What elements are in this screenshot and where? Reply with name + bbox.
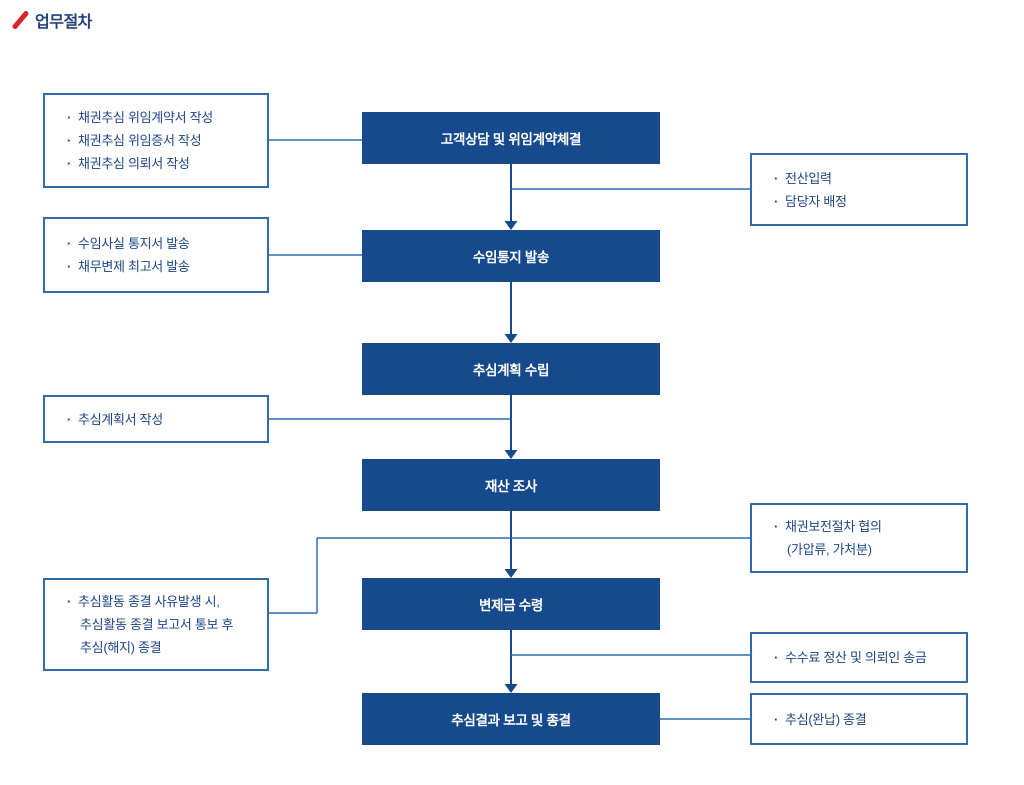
- arrowhead-icon-3: [504, 450, 518, 459]
- flow-step-label: 고객상담 및 위임계약체결: [440, 132, 582, 147]
- note-line: 채권추심 위임계약서 작성: [67, 106, 257, 129]
- flow-step-report-close: 추심결과 보고 및 종결: [362, 693, 660, 745]
- note-line: 추심활동 종결 사유발생 시,: [67, 590, 257, 613]
- flow-step-label: 수임통지 발송: [472, 250, 550, 265]
- note-line: 추심활동 종결 보고서 통보 후: [80, 617, 234, 632]
- note-line: 수수료 정산 및 의뢰인 송금: [774, 646, 956, 669]
- page-title: 업무절차: [35, 14, 92, 31]
- flow-step-label: 재산 조사: [485, 479, 537, 494]
- note-left-3: 추심계획서 작성: [43, 395, 269, 443]
- note-left-2: 수임사실 통지서 발송 채무변제 최고서 발송: [43, 217, 269, 293]
- arrowhead-icon-4: [504, 569, 518, 578]
- flow-step-plan: 추심계획 수립: [362, 343, 660, 395]
- note-line: 담당자 배정: [774, 190, 956, 213]
- note-right-3: 수수료 정산 및 의뢰인 송금: [750, 632, 968, 683]
- flow-step-label: 변제금 수령: [478, 598, 544, 613]
- note-line: 수임사실 통지서 발송: [67, 232, 257, 255]
- flow-step-label: 추심계획 수립: [472, 363, 550, 378]
- flow-step-label: 추심결과 보고 및 종결: [451, 713, 571, 728]
- flow-step-payment: 변제금 수령: [362, 578, 660, 630]
- flow-step-notice: 수임통지 발송: [362, 230, 660, 282]
- note-line: 채무변제 최고서 발송: [67, 255, 257, 278]
- note-line: 채권추심 의뢰서 작성: [67, 152, 257, 175]
- note-line: 전산입력: [774, 167, 956, 190]
- note-line: 추심계획서 작성: [67, 408, 257, 431]
- note-left-4: 추심활동 종결 사유발생 시, 추심활동 종결 보고서 통보 후 추심(해지) …: [43, 578, 269, 671]
- note-line: 채권보전절차 협의: [774, 515, 956, 538]
- flow-step-consult: 고객상담 및 위임계약체결: [362, 112, 660, 164]
- note-line: (가압류, 가처분): [787, 542, 872, 557]
- note-line: 추심(해지) 종결: [80, 640, 162, 655]
- note-line: 추심(완납) 종결: [774, 708, 956, 731]
- flow-step-asset-search: 재산 조사: [362, 459, 660, 511]
- arrowhead-icon-5: [504, 684, 518, 693]
- note-left-1: 채권추심 위임계약서 작성 채권추심 위임증서 작성 채권추심 의뢰서 작성: [43, 93, 269, 188]
- arrowhead-icon-1: [504, 221, 518, 230]
- arrowhead-icon-2: [504, 334, 518, 343]
- section-header: 업무절차: [11, 8, 92, 32]
- note-right-2: 채권보전절차 협의 (가압류, 가처분): [750, 503, 968, 573]
- note-right-4: 추심(완납) 종결: [750, 693, 968, 745]
- note-line: 채권추심 위임증서 작성: [67, 129, 257, 152]
- note-right-1: 전산입력 담당자 배정: [750, 153, 968, 226]
